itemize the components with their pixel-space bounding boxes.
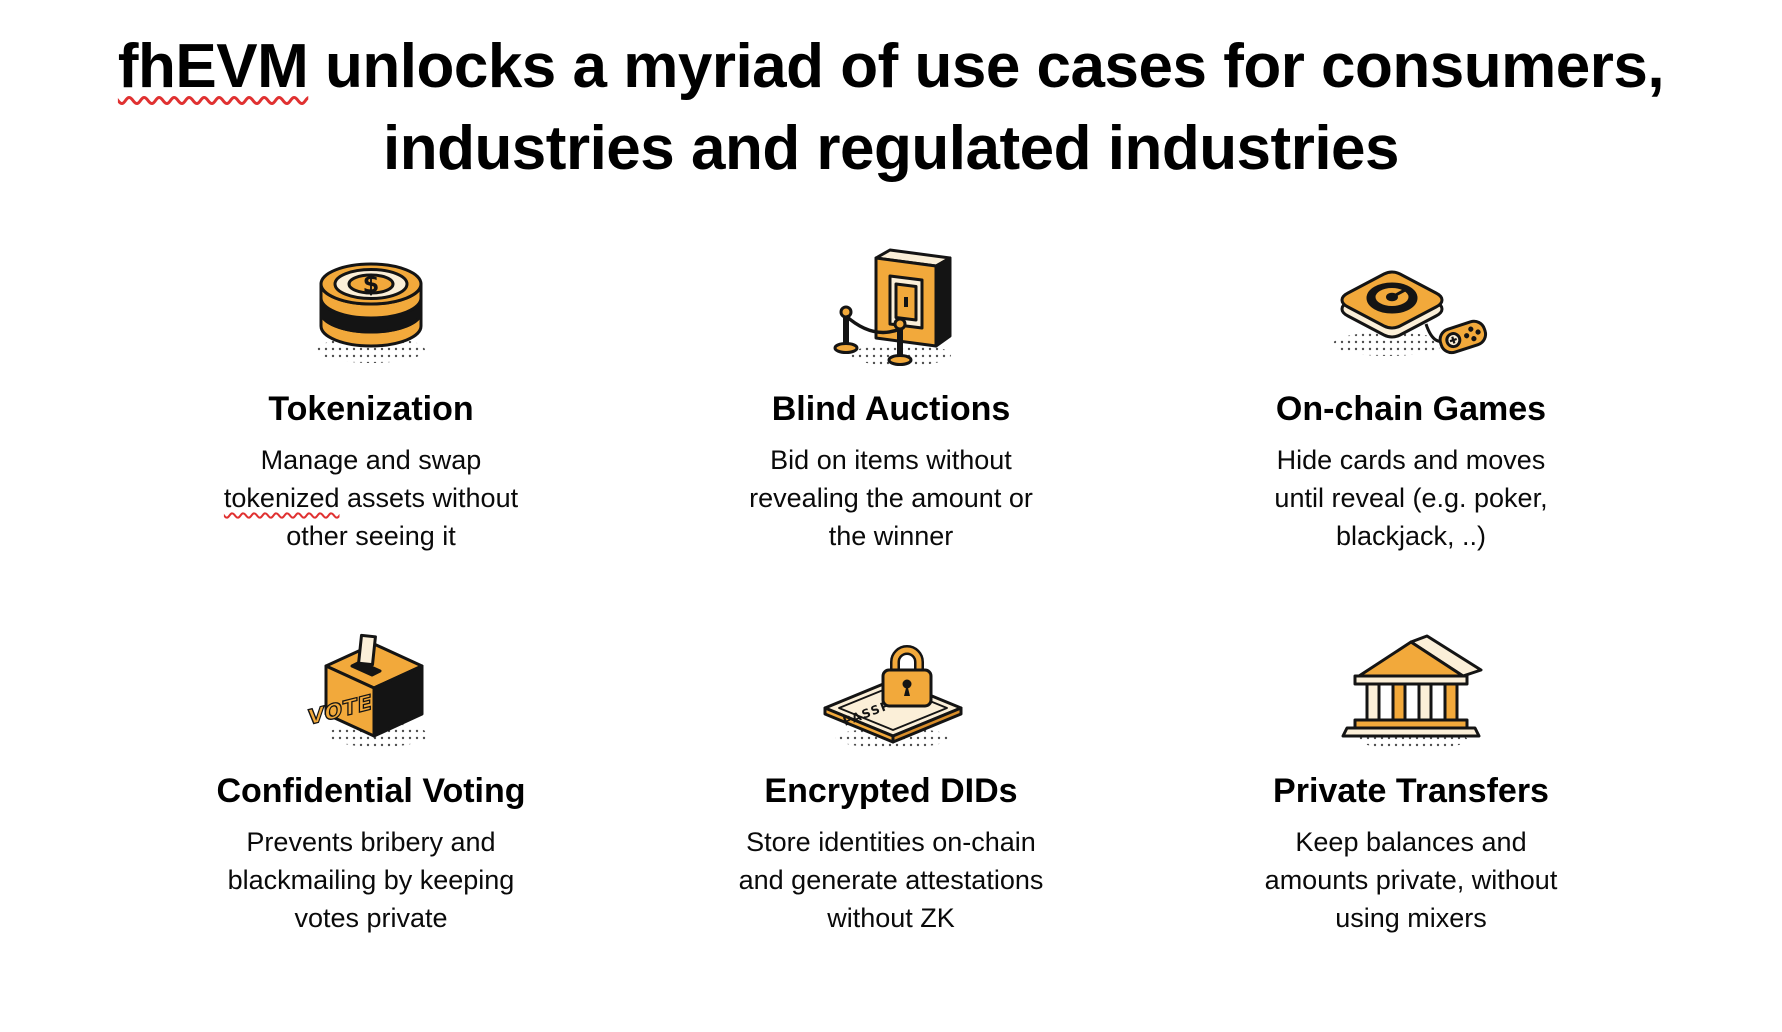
card-title-encrypted-dids: Encrypted DIDs	[764, 771, 1018, 810]
desc-line: other seeing it	[286, 521, 456, 552]
card-tokenization: $ Tokenization Manage and swap tokenized…	[121, 230, 621, 556]
desc-line: Hide cards and moves	[1276, 444, 1546, 475]
card-description-encrypted-dids: Store identities on-chain and generate a…	[739, 823, 1044, 938]
ballot-box-icon: VOTE	[296, 612, 446, 754]
card-description-onchain-games: Hide cards and moves until reveal (e.g. …	[1274, 441, 1547, 556]
card-onchain-games: On-chain Games Hide cards and moves unti…	[1161, 230, 1661, 556]
slide-title-line1-rest: unlocks a myriad of use cases for consum…	[308, 32, 1665, 101]
use-cases-grid: $ Tokenization Manage and swap tokenized…	[121, 230, 1661, 938]
desc-line: revealing the amount or	[749, 482, 1033, 513]
desc-line: blackjack, ..)	[1335, 521, 1487, 552]
desc-line-rest: assets without	[339, 482, 519, 513]
slide-title: fhEVM unlocks a myriad of use cases for …	[0, 26, 1782, 190]
desc-line: Prevents bribery and	[246, 826, 496, 857]
card-title-confidential-voting: Confidential Voting	[216, 771, 526, 810]
desc-line: Keep balances and	[1295, 826, 1527, 857]
card-title-blind-auctions: Blind Auctions	[771, 389, 1011, 428]
game-console-icon	[1326, 230, 1496, 372]
misspelled-word: tokenized	[223, 482, 340, 513]
desc-line: amounts private, without	[1264, 864, 1558, 895]
card-confidential-voting: VOTE Confidential Voting Prevents briber…	[121, 612, 621, 938]
desc-line: without ZK	[827, 903, 955, 934]
card-description-tokenization: Manage and swap tokenized assets without…	[224, 441, 518, 556]
card-description-blind-auctions: Bid on items without revealing the amoun…	[749, 441, 1033, 556]
desc-line: using mixers	[1335, 903, 1487, 934]
desc-line: the winner	[828, 521, 954, 552]
desc-line: Bid on items without	[770, 444, 1012, 475]
fhevm-term: fhEVM	[117, 32, 309, 101]
desc-line: votes private	[294, 903, 448, 934]
card-title-private-transfers: Private Transfers	[1273, 771, 1549, 810]
passport-lock-icon: PASSPORT	[811, 612, 971, 754]
slide-title-line1: fhEVM unlocks a myriad of use cases for …	[0, 26, 1782, 108]
auction-door-icon	[816, 230, 966, 372]
card-title-onchain-games: On-chain Games	[1275, 389, 1547, 428]
dollar-coins-icon: $	[296, 230, 446, 372]
bank-building-icon	[1331, 612, 1491, 754]
card-description-private-transfers: Keep balances and amounts private, witho…	[1265, 823, 1558, 938]
desc-line: until reveal (e.g. poker,	[1274, 482, 1548, 513]
card-encrypted-dids: PASSPORT Encrypted DIDs Store identities…	[641, 612, 1141, 938]
card-title-tokenization: Tokenization	[268, 389, 474, 428]
desc-line: Store identities on-chain	[746, 826, 1036, 857]
card-description-confidential-voting: Prevents bribery and blackmailing by kee…	[228, 823, 515, 938]
card-private-transfers: Private Transfers Keep balances and amou…	[1161, 612, 1661, 938]
card-blind-auctions: Blind Auctions Bid on items without reve…	[641, 230, 1141, 556]
desc-line: and generate attestations	[738, 864, 1044, 895]
desc-line: tokenized assets without	[224, 479, 518, 517]
svg-text:$: $	[363, 270, 380, 298]
desc-line: Manage and swap	[260, 444, 482, 475]
slide-title-line2: industries and regulated industries	[382, 113, 1400, 183]
desc-line: blackmailing by keeping	[227, 864, 515, 895]
